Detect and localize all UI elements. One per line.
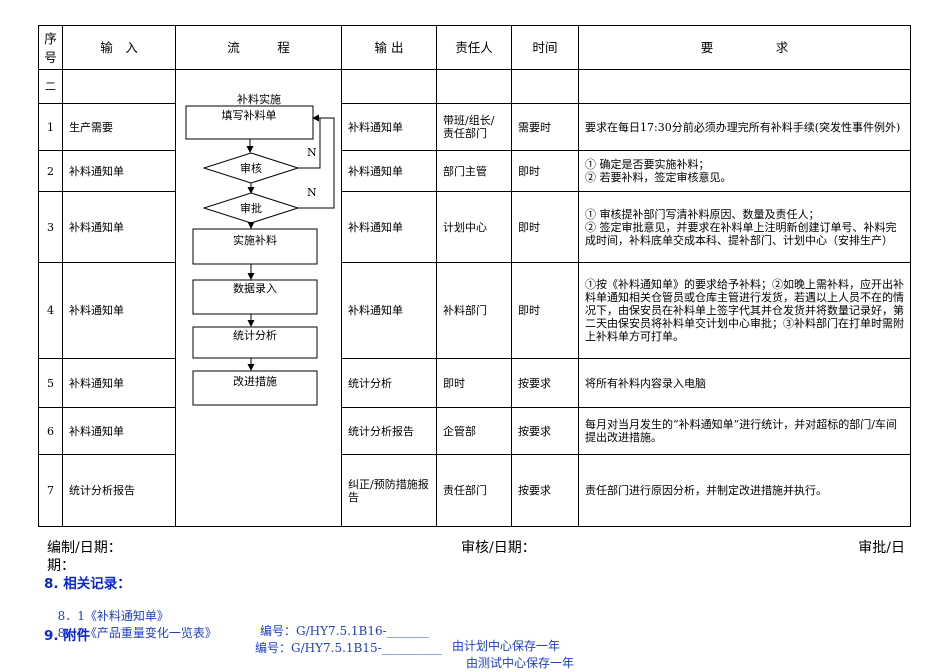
row-time: 即时 — [511, 150, 579, 192]
signature-block: 编制/日期： 审核/日期： 审批/日 期： — [47, 539, 909, 575]
table-row: 5 补料通知单 统计分析 即时 按要求 将所有补料内容录入电脑 — [38, 358, 911, 408]
record-item: 8．1《补料通知单》 编号：G/HY7.5.1B16-_______ 由计划中心… — [50, 594, 560, 654]
record-keep: 由计划中心保存一年 — [452, 639, 561, 653]
row-owner: 部门主管 — [436, 150, 512, 192]
row-number: 6 — [38, 407, 63, 455]
row-owner: 即时 — [436, 358, 512, 408]
table-row: 4 补料通知单 补料通知单 补料部门 即时 ①按《补料通知单》的要求给予补料；②… — [38, 262, 911, 359]
header-owner: 责任人 — [436, 25, 512, 70]
row-time: 按要求 — [511, 407, 579, 455]
row-input: 补料通知单 — [62, 262, 176, 359]
row-number: 5 — [38, 358, 63, 408]
table-row: 7 统计分析报告 纠正/预防措施报告 责任部门 按要求 责任部门进行原因分析，并… — [38, 454, 911, 527]
record-index: 8．1《补料通知单》 — [57, 609, 169, 623]
header-no: 序 号 — [38, 25, 63, 70]
row-time: 按要求 — [511, 454, 579, 527]
record-keep: 由测试中心保存一年 — [466, 656, 575, 670]
row-owner: 计划中心 — [436, 191, 512, 263]
row-input: 生产需要 — [62, 103, 176, 151]
flowchart-cell — [175, 69, 342, 527]
row-owner: 补料部门 — [436, 262, 512, 359]
row-time: 按要求 — [511, 358, 579, 408]
related-records-heading: 8. 相关记录： — [44, 576, 131, 592]
row-output: 统计分析报告 — [341, 407, 437, 455]
table-header-row: 序 号 输 入 流 程 输 出 责任人 时间 要 求 — [38, 25, 911, 70]
signature-approved-continued: 期： — [47, 558, 75, 574]
row-input: 补料通知单 — [62, 358, 176, 408]
row-requirement: 将所有补料内容录入电脑 — [578, 358, 911, 408]
row-requirement: ① 审核提补部门写清补料原因、数量及责任人； ② 签定审批意见，并要求在补料单上… — [578, 191, 911, 263]
header-time: 时间 — [511, 25, 579, 70]
cell-empty — [341, 69, 437, 104]
process-table: 序 号 输 入 流 程 输 出 责任人 时间 要 求 二 1 生产需要 补料通知… — [38, 25, 911, 527]
table-row: 6 补料通知单 统计分析报告 企管部 按要求 每月对当月发生的“补料通知单”进行… — [38, 407, 911, 455]
row-owner: 带班/组长/责任部门 — [436, 103, 512, 151]
table-row: 3 补料通知单 补料通知单 计划中心 即时 ① 审核提补部门写清补料原因、数量及… — [38, 191, 911, 263]
row-output: 补料通知单 — [341, 191, 437, 263]
row-input: 补料通知单 — [62, 191, 176, 263]
header-flow: 流 程 — [175, 25, 342, 70]
row-requirement: 要求在每日17:30分前必须办理完所有补料手续(突发性事件例外) — [578, 103, 911, 151]
signature-prepared: 编制/日期： — [47, 540, 122, 556]
row-output: 统计分析 — [341, 358, 437, 408]
header-input: 输 入 — [62, 25, 176, 70]
row-time: 需要时 — [511, 103, 579, 151]
row-owner: 企管部 — [436, 407, 512, 455]
record-code: 编号：G/HY7.5.1B16-_______ — [260, 624, 429, 638]
row-number: 4 — [38, 262, 63, 359]
row-requirement: ①按《补料通知单》的要求给予补料；②如晚上需补料，应开出补料单通知相关仓管员或仓… — [578, 262, 911, 359]
cell-empty — [436, 69, 512, 104]
row-output: 补料通知单 — [341, 262, 437, 359]
record-index: 8．2《产品重量变化一览表》 — [57, 626, 217, 640]
section-row: 二 — [38, 69, 911, 527]
cell-empty — [578, 69, 911, 104]
row-output: 补料通知单 — [341, 150, 437, 192]
signature-approved: 审批/日 — [858, 540, 905, 556]
header-requirements: 要 求 — [578, 25, 911, 70]
row-input: 补料通知单 — [62, 150, 176, 192]
cell-empty — [511, 69, 579, 104]
signature-reviewed: 审核/日期： — [461, 540, 536, 556]
row-input: 统计分析报告 — [62, 454, 176, 527]
header-output: 输 出 — [341, 25, 437, 70]
row-output: 补料通知单 — [341, 103, 437, 151]
section-number: 二 — [38, 69, 63, 104]
row-requirement: ① 确定是否要实施补料； ② 若要补料，签定审核意见。 — [578, 150, 911, 192]
attachments-heading: 9. 附件 — [44, 628, 91, 644]
row-number: 1 — [38, 103, 63, 151]
row-number: 3 — [38, 191, 63, 263]
row-owner: 责任部门 — [436, 454, 512, 527]
row-requirement: 每月对当月发生的“补料通知单”进行统计，并对超标的部门/车间提出改进措施。 — [578, 407, 911, 455]
table-row: 1 生产需要 补料通知单 带班/组长/责任部门 需要时 要求在每日17:30分前… — [38, 103, 911, 151]
header-no-line1: 序 — [44, 30, 57, 46]
record-code: 编号：G/HY7.5.1B15-__________ — [255, 641, 442, 655]
row-input: 补料通知单 — [62, 407, 176, 455]
row-number: 2 — [38, 150, 63, 192]
row-time: 即时 — [511, 262, 579, 359]
table-row: 2 补料通知单 补料通知单 部门主管 即时 ① 确定是否要实施补料； ② 若要补… — [38, 150, 911, 192]
header-no-line2: 号 — [44, 49, 57, 65]
row-time: 即时 — [511, 191, 579, 263]
row-requirement: 责任部门进行原因分析，并制定改进措施并执行。 — [578, 454, 911, 527]
row-number: 7 — [38, 454, 63, 527]
row-output: 纠正/预防措施报告 — [341, 454, 437, 527]
cell-empty — [62, 69, 176, 104]
record-item: 8．2《产品重量变化一览表》 编号：G/HY7.5.1B15-_________… — [50, 611, 574, 671]
